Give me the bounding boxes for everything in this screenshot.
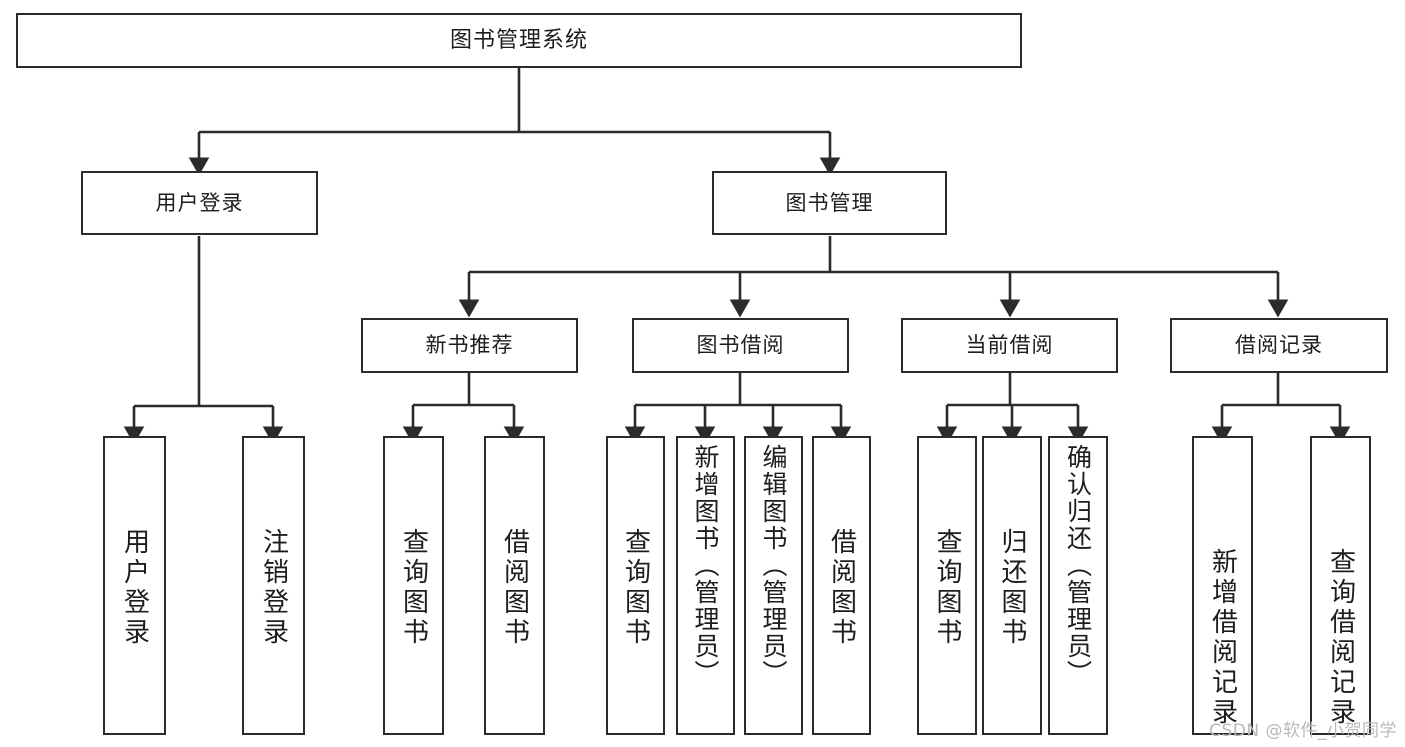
node-leaf-query-book-2-label: 查询图书 [620, 528, 651, 648]
node-leaf-query-record-label: 查询借阅记录 [1325, 548, 1356, 728]
node-leaf-query-book-3[interactable]: 查询图书 [917, 436, 977, 735]
node-book-borrow[interactable]: 图书借阅 [632, 318, 849, 373]
node-leaf-query-book-3-label: 查询图书 [932, 528, 962, 648]
node-book-borrow-label: 图书借阅 [696, 333, 785, 358]
node-leaf-borrow-book-1[interactable]: 借阅图书 [484, 436, 545, 735]
node-leaf-add-book-admin-label: 新增图书（管理员） [691, 444, 720, 687]
node-book-manage-label: 图书管理 [785, 190, 874, 215]
node-leaf-add-record[interactable]: 新增借阅记录 [1192, 436, 1253, 735]
node-leaf-return-book-label: 归还图书 [997, 528, 1027, 648]
node-book-manage[interactable]: 图书管理 [712, 171, 947, 235]
node-current-borrow[interactable]: 当前借阅 [901, 318, 1118, 373]
node-leaf-return-book[interactable]: 归还图书 [982, 436, 1042, 735]
node-new-book-recommend[interactable]: 新书推荐 [361, 318, 578, 373]
node-leaf-borrow-book-1-label: 借阅图书 [499, 528, 530, 648]
node-current-borrow-label: 当前借阅 [965, 333, 1054, 358]
node-root[interactable]: 图书管理系统 [16, 13, 1022, 68]
node-leaf-user-login[interactable]: 用户登录 [103, 436, 166, 735]
csdn-watermark: CSDN @软件_小贺同学 [1209, 721, 1397, 741]
node-leaf-add-book-admin[interactable]: 新增图书（管理员） [676, 436, 735, 735]
node-root-label: 图书管理系统 [449, 27, 588, 53]
node-leaf-add-record-label: 新增借阅记录 [1207, 548, 1238, 728]
node-leaf-confirm-return-admin[interactable]: 确认归还（管理员） [1048, 436, 1108, 735]
node-leaf-confirm-return-admin-label: 确认归还（管理员） [1063, 444, 1093, 687]
node-leaf-logout[interactable]: 注销登录 [242, 436, 305, 735]
node-borrow-record[interactable]: 借阅记录 [1170, 318, 1388, 373]
node-borrow-record-label: 借阅记录 [1235, 333, 1323, 358]
node-leaf-query-record[interactable]: 查询借阅记录 [1310, 436, 1371, 735]
node-user-login[interactable]: 用户登录 [81, 171, 318, 235]
node-leaf-query-book-1-label: 查询图书 [398, 528, 429, 648]
node-leaf-edit-book-admin[interactable]: 编辑图书（管理员） [744, 436, 803, 735]
node-leaf-user-login-label: 用户登录 [119, 528, 150, 648]
node-new-book-recommend-label: 新书推荐 [425, 333, 514, 358]
node-user-login-label: 用户登录 [155, 190, 244, 215]
node-leaf-borrow-book-2[interactable]: 借阅图书 [812, 436, 871, 735]
node-leaf-edit-book-admin-label: 编辑图书（管理员） [759, 444, 788, 687]
node-leaf-borrow-book-2-label: 借阅图书 [826, 528, 857, 648]
node-leaf-query-book-1[interactable]: 查询图书 [383, 436, 444, 735]
node-leaf-query-book-2[interactable]: 查询图书 [606, 436, 665, 735]
node-leaf-logout-label: 注销登录 [258, 528, 289, 648]
